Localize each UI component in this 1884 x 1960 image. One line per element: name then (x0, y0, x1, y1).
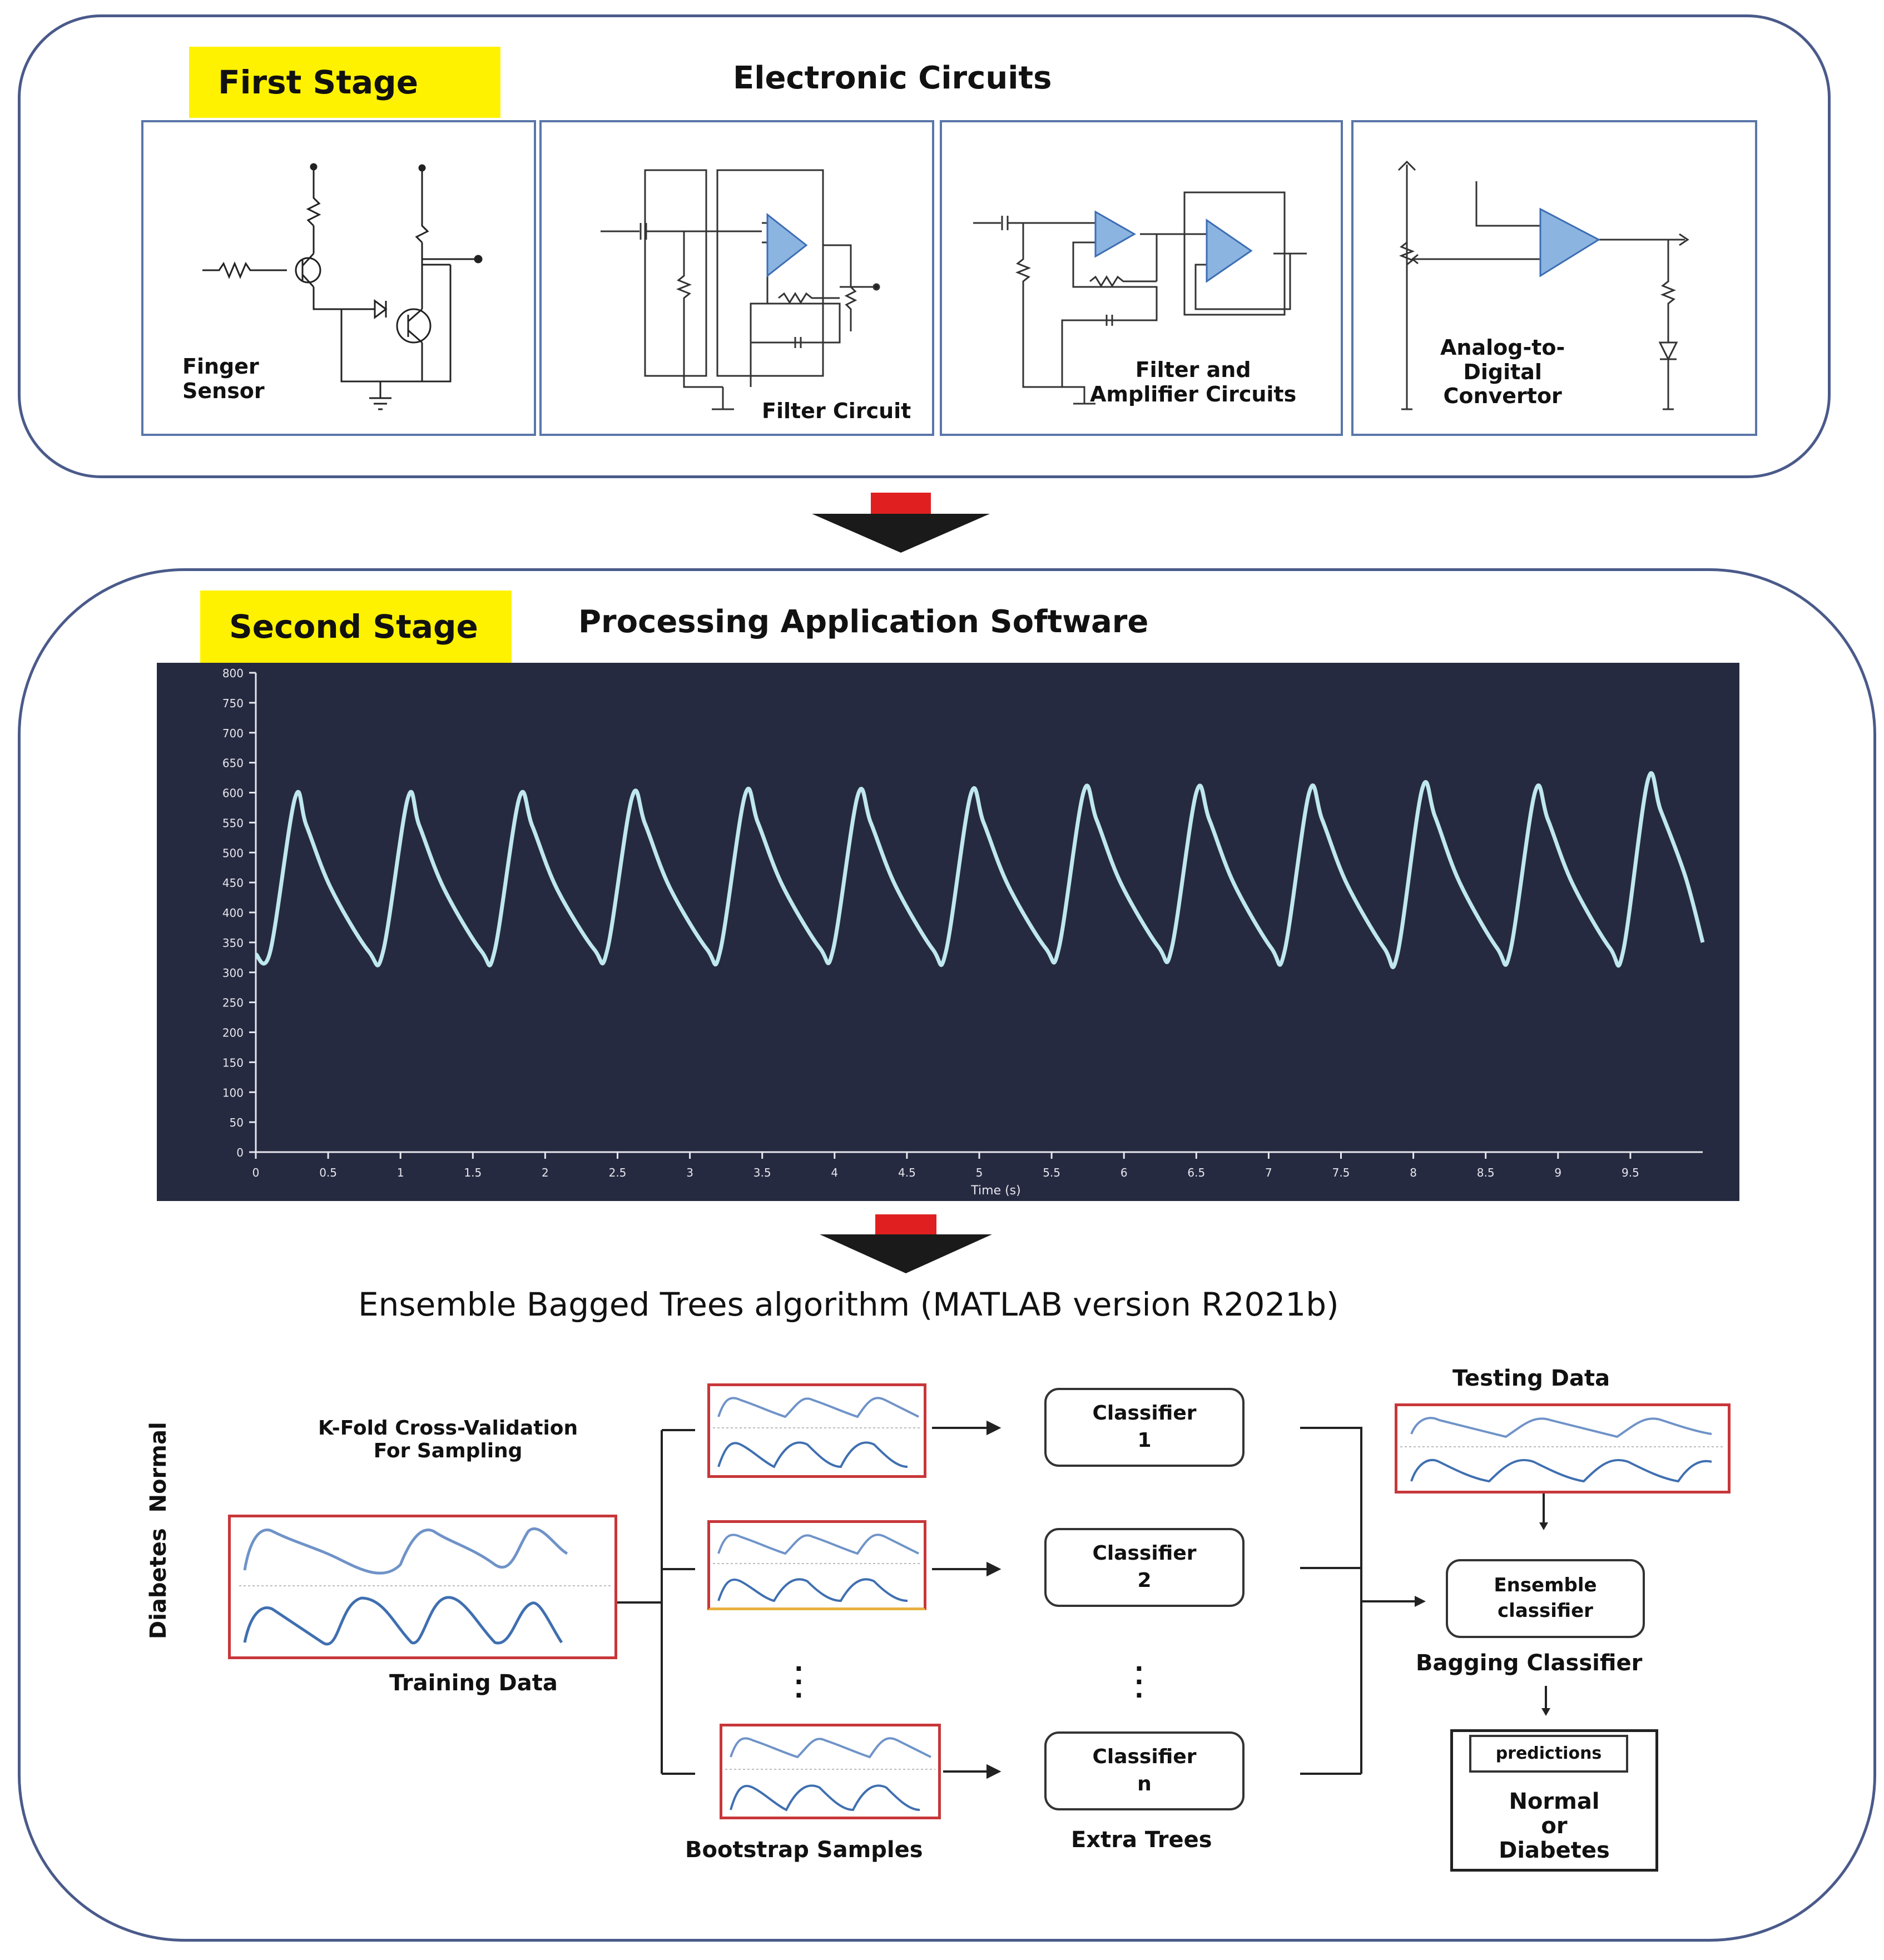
x-tick-label: 2.5 (609, 1166, 627, 1179)
testing-data-label: Testing Data (1452, 1366, 1610, 1391)
x-tick-label: 5.5 (1043, 1166, 1060, 1179)
bootstrap-sample-2-waveforms (713, 1534, 921, 1602)
side-class-labels: Diabetes Normal (146, 1422, 171, 1639)
x-tick-label: 5 (976, 1166, 983, 1179)
bootstrap-sample-1-waveforms (713, 1397, 921, 1468)
y-tick-label: 650 (222, 757, 244, 770)
bootstrap-samples-label: Bootstrap Samples (685, 1837, 923, 1863)
stage-transition-arrow (812, 493, 990, 553)
x-tick-label: 7.5 (1332, 1166, 1350, 1179)
adc-circuit-box (1351, 120, 1757, 436)
x-tick-label: 8.5 (1477, 1166, 1495, 1179)
y-tick-label: 500 (222, 846, 244, 860)
filter-amplifier-circuit-box (940, 120, 1343, 436)
x-tick-label: 8 (1410, 1166, 1417, 1179)
x-tick-label: 0 (252, 1166, 260, 1179)
predictions-box: predictions (1469, 1735, 1628, 1773)
processing-software-title: Processing Application Software (578, 604, 1149, 640)
training-data-waveforms (239, 1527, 612, 1646)
classifier-ellipsis: ··· (1134, 1655, 1144, 1710)
adc-schematic (1397, 160, 1689, 410)
filter-circuit-schematic (601, 169, 880, 410)
x-tick-label: 2 (542, 1166, 549, 1179)
x-axis-title: Time (s) (970, 1184, 1020, 1198)
bootstrap-ellipsis: ··· (794, 1655, 804, 1710)
y-tick-label: 350 (222, 936, 244, 950)
electronic-circuits-title: Electronic Circuits (733, 60, 1052, 96)
y-tick-label: 550 (222, 816, 244, 830)
testing-to-ensemble-arrow (1539, 1493, 1548, 1530)
ensemble-to-prediction-arrow (1541, 1686, 1550, 1716)
normal-side-label: Normal (146, 1422, 171, 1513)
testing-data-waveforms (1400, 1417, 1725, 1483)
ppg-signal-line (254, 771, 1705, 970)
y-tick-label: 750 (222, 697, 244, 710)
y-tick-label: 150 (222, 1056, 244, 1069)
filter-circuit-label: Filter Circuit (762, 399, 911, 423)
classifier-merge-lines (1300, 1427, 1426, 1775)
x-tick-label: 9.5 (1622, 1166, 1639, 1179)
x-tick-label: 0.5 (319, 1166, 337, 1179)
algorithm-title: Ensemble Bagged Trees algorithm (MATLAB … (358, 1286, 1339, 1323)
finger-sensor-schematic (202, 163, 483, 410)
x-tick-label: 6 (1121, 1166, 1128, 1179)
y-tick-label: 50 (230, 1116, 244, 1129)
y-tick-label: 0 (236, 1146, 244, 1159)
x-tick-label: 3 (686, 1166, 693, 1179)
x-tick-label: 1.5 (464, 1166, 482, 1179)
x-tick-label: 3.5 (753, 1166, 771, 1179)
y-tick-label: 700 (222, 727, 244, 740)
diabetes-side-label: Diabetes (146, 1528, 171, 1639)
training-data-label: Training Data (389, 1670, 558, 1696)
y-tick-label: 800 (222, 667, 244, 680)
testing-data-box (1395, 1403, 1731, 1493)
algorithm-arrow (820, 1214, 992, 1273)
ppg-signal-chart: 8007507006506005505004504003503002502001… (157, 663, 1739, 1201)
second-stage-tag: Second Stage (200, 591, 512, 663)
bootstrap-branch-lines (617, 1429, 695, 1775)
y-tick-label: 400 (222, 906, 244, 920)
y-tick-label: 100 (222, 1086, 244, 1099)
x-tick-label: 1 (397, 1166, 404, 1179)
extra-trees-label: Extra Trees (1071, 1827, 1212, 1853)
bootstrap-sample-n-waveforms (725, 1737, 935, 1812)
y-tick-label: 200 (222, 1026, 244, 1040)
x-tick-label: 4 (831, 1166, 838, 1179)
x-tick-label: 9 (1554, 1166, 1561, 1179)
x-tick-label: 7 (1265, 1166, 1272, 1179)
y-tick-label: 450 (222, 876, 244, 890)
y-tick-label: 300 (222, 966, 244, 980)
first-stage-tag: First Stage (189, 47, 500, 118)
filter-amplifier-schematic (973, 191, 1307, 405)
bagging-classifier-label: Bagging Classifier (1416, 1650, 1643, 1676)
y-tick-label: 600 (222, 787, 244, 800)
y-tick-label: 250 (222, 996, 244, 1010)
bootstrap-sample-1 (707, 1383, 926, 1478)
x-tick-label: 6.5 (1187, 1166, 1205, 1179)
sample-to-classifier-arrows (932, 1420, 1002, 1779)
filter-circuit-box (539, 120, 934, 436)
finger-sensor-circuit-box (141, 120, 536, 436)
x-tick-label: 4.5 (898, 1166, 916, 1179)
